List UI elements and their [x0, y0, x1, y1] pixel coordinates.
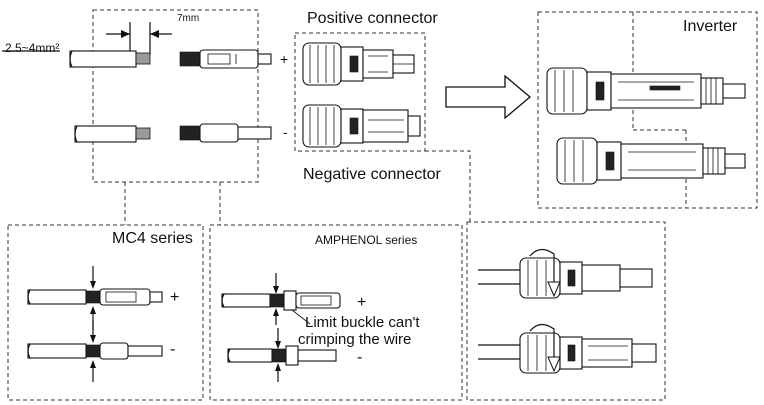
lock-illustration-bottom — [478, 323, 657, 374]
limit-buckle-note-line1: Limit buckle can't — [305, 314, 420, 331]
amphenol-series-label: AMPHENOL series — [315, 233, 418, 247]
plus-sign-top: + — [280, 51, 289, 67]
minus-sign-top: - — [283, 124, 288, 140]
inverter-frame — [537, 11, 758, 209]
inverter-connector-bottom — [556, 137, 746, 185]
amphenol-frame — [209, 224, 463, 401]
right-arrow-icon — [445, 74, 532, 120]
limit-buckle-note-line2: crimping the wire — [298, 331, 412, 348]
positive-connector-label: Positive connector — [307, 10, 438, 27]
negative-connector-drawing — [302, 104, 421, 148]
crimp-terminal-positive — [179, 49, 272, 69]
inverter-connector-top — [546, 67, 746, 115]
mc4-frame — [7, 224, 204, 401]
crimp-terminal-negative — [179, 123, 272, 143]
plus-sign-amphenol: + — [357, 294, 367, 311]
lock-frame — [466, 221, 666, 401]
plus-sign-mc4: + — [170, 289, 180, 306]
wire-size-label: 2.5~4mm² — [5, 41, 60, 55]
stripped-wire-positive — [2, 50, 151, 68]
amphenol-terminal-negative — [227, 328, 337, 382]
negative-connector-label: Negative connector — [303, 166, 441, 183]
stripped-wire-negative — [74, 125, 151, 143]
positive-connector-drawing — [302, 42, 415, 86]
mc4-terminal-positive — [27, 266, 163, 330]
strip-length-label: 7mm — [177, 13, 200, 24]
amphenol-terminal-positive — [221, 273, 341, 325]
lock-illustration-top — [478, 248, 653, 299]
strip-crimp-frame — [92, 9, 259, 183]
strip-dimension — [106, 22, 172, 55]
minus-sign-mc4: - — [170, 341, 176, 358]
mc4-series-label: MC4 series — [112, 230, 193, 247]
mc4-terminal-negative — [27, 320, 163, 382]
inverter-label: Inverter — [683, 18, 738, 35]
minus-sign-amphenol: - — [357, 349, 363, 366]
connector-frame — [294, 32, 426, 152]
